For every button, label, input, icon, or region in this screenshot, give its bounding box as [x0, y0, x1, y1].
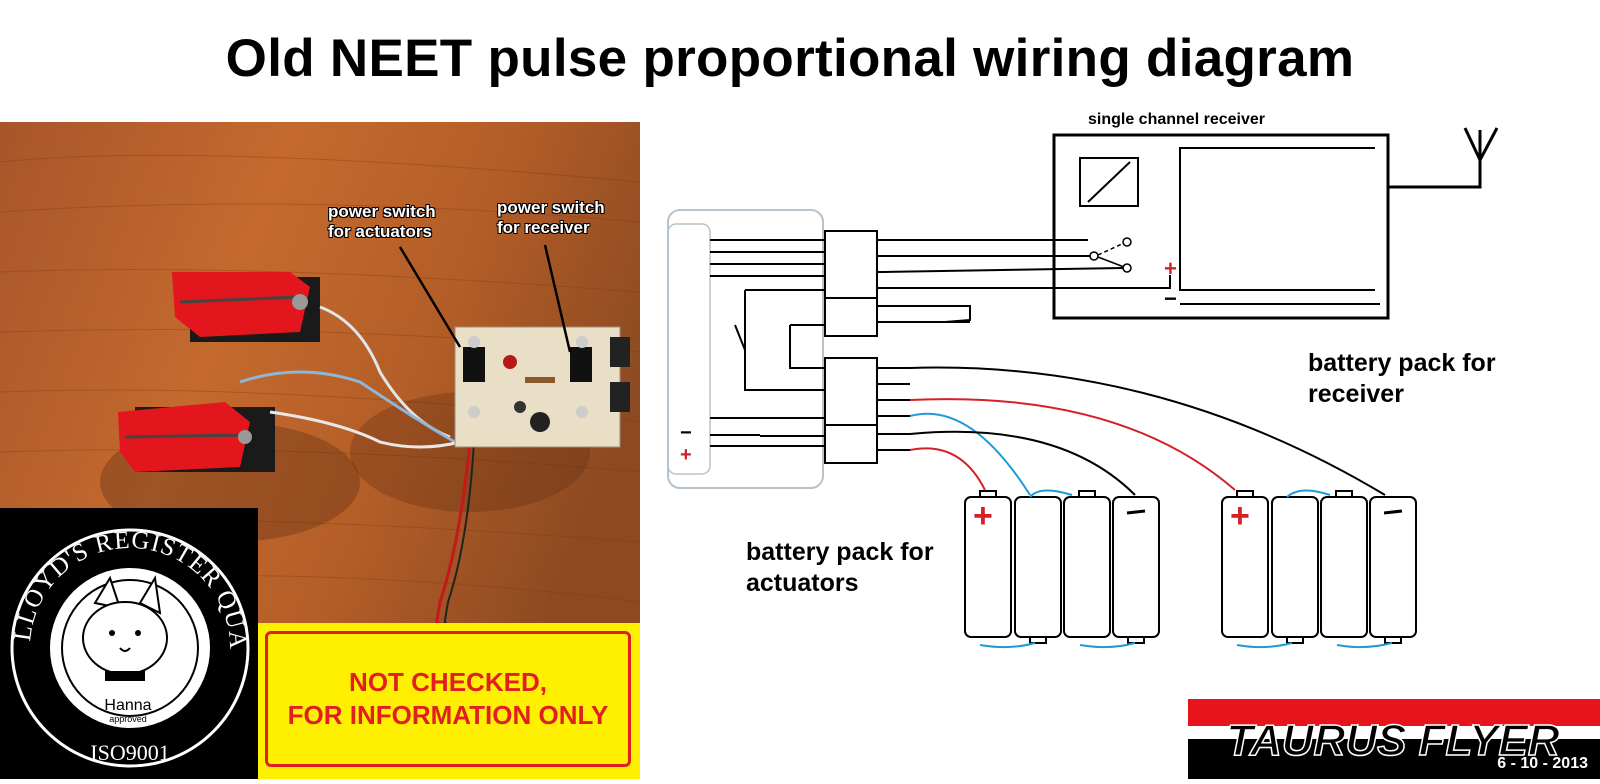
label-receiver-switch: power switch for receiver	[497, 198, 605, 238]
receiver-box	[1052, 133, 1390, 320]
label-actuator-switch-line2: for actuators	[328, 222, 432, 241]
antenna-icon	[1388, 130, 1482, 189]
brand-logo: TAURUS FLYER	[1188, 699, 1600, 779]
actuator-pack-plus: +	[973, 497, 993, 535]
receiver-label: single channel receiver	[1088, 111, 1265, 128]
receiver-plus: +	[1164, 256, 1177, 281]
wiring-diagram-svg	[667, 127, 1499, 649]
quality-logo: LLOYD'S REGISTER QUALITY ASSURANCE ISO90…	[0, 487, 258, 779]
actuator-top	[172, 272, 320, 342]
logo-iso-text: ISO9001	[90, 740, 169, 765]
label-actuator-switch-line1: power switch	[328, 202, 436, 221]
logo-name: Hanna	[104, 697, 151, 714]
relay-symbol	[1079, 157, 1139, 207]
housing-plus: +	[680, 444, 692, 466]
page-title: Old NEET pulse proportional wiring diagr…	[225, 29, 1355, 88]
receiver-pack-label-line1: battery pack for	[1308, 349, 1496, 377]
label-receiver-switch-line1: power switch	[497, 198, 605, 217]
receiver-pack-label-line2: receiver	[1308, 380, 1404, 408]
logo-sub: approved	[109, 714, 147, 724]
actuator-pack-label-line2: actuators	[746, 569, 859, 597]
battery-pack-actuators	[964, 490, 1160, 644]
warning-line1: NOT CHECKED,	[349, 667, 547, 697]
circuit-board	[454, 326, 630, 448]
actuator-bottom	[118, 402, 275, 472]
warning-line2: FOR INFORMATION ONLY	[287, 700, 609, 730]
receiver-pack-label: battery pack for receiver	[1308, 348, 1496, 410]
wiring-diagram: single channel receiver + − − + + + batt…	[640, 100, 1600, 779]
brand-name: TAURUS FLYER	[1226, 716, 1559, 765]
housing-minus: −	[680, 422, 692, 444]
actuator-pack-label: battery pack for actuators	[746, 537, 934, 599]
warning-box: NOT CHECKED, FOR INFORMATION ONLY	[258, 623, 640, 779]
label-receiver-switch-line2: for receiver	[497, 218, 590, 237]
brand-date: 6 - 10 - 2013	[1497, 755, 1588, 772]
label-actuator-switch: power switch for actuators	[328, 202, 436, 242]
connector-blocks	[824, 230, 878, 464]
brand-banner: TAURUS FLYER 6 - 10 - 2013	[1188, 699, 1600, 779]
logo-seal: LLOYD'S REGISTER QUALITY ASSURANCE ISO90…	[0, 487, 250, 768]
battery-pack-receiver	[1221, 490, 1417, 644]
receiver-minus: −	[1164, 286, 1177, 311]
receiver-pack-plus: +	[1230, 497, 1250, 535]
cat-icon	[82, 575, 168, 681]
actuator-pack-label-line1: battery pack for	[746, 538, 934, 566]
warning-frame: NOT CHECKED, FOR INFORMATION ONLY	[265, 631, 631, 767]
